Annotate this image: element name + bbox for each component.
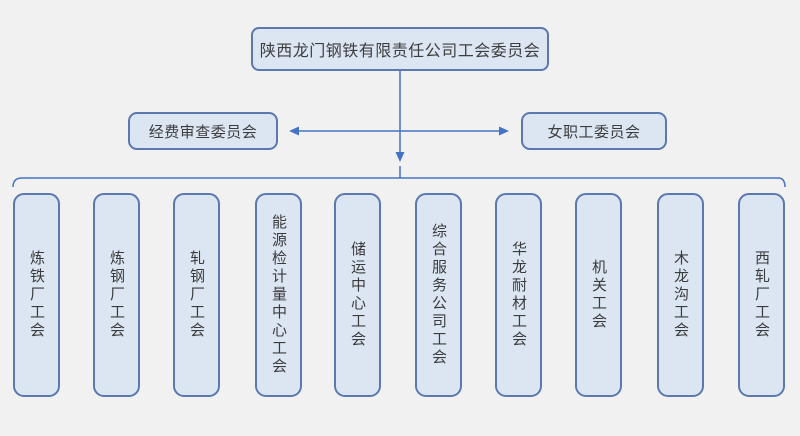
branch-label: 炼钢厂工会 bbox=[108, 250, 125, 340]
branch-node-hualong-refractory-union: 华龙耐材工会 bbox=[495, 193, 542, 397]
branch-label: 综合服务公司工会 bbox=[430, 223, 447, 367]
branch-node-mulonggou-union: 木龙沟工会 bbox=[657, 193, 704, 397]
branch-label: 能源检计量中心工会 bbox=[270, 214, 287, 376]
committee-label: 经费审查委员会 bbox=[148, 123, 258, 141]
branch-node-steel-works-union: 炼钢厂工会 bbox=[93, 193, 140, 397]
branch-node-iron-works-union: 炼铁厂工会 bbox=[13, 193, 60, 397]
root-node-label: 陕西龙门钢铁有限责任公司工会委员会 bbox=[259, 43, 541, 60]
branch-node-rolling-mill-union: 轧钢厂工会 bbox=[173, 193, 220, 397]
branch-label: 机关工会 bbox=[590, 259, 607, 331]
branch-label: 华龙耐材工会 bbox=[510, 241, 527, 349]
committee-node-funds-review: 经费审查委员会 bbox=[128, 112, 278, 150]
committee-node-women-workers: 女职工委员会 bbox=[521, 112, 667, 150]
branch-label: 储运中心工会 bbox=[349, 241, 366, 349]
branch-label: 西轧厂工会 bbox=[753, 250, 770, 340]
branch-node-general-service-company-union: 综合服务公司工会 bbox=[415, 193, 462, 397]
branch-label: 轧钢厂工会 bbox=[188, 250, 205, 340]
branch-label: 炼铁厂工会 bbox=[28, 250, 45, 340]
branch-node-energy-metering-center-union: 能源检计量中心工会 bbox=[255, 193, 302, 397]
committee-label: 女职工委员会 bbox=[547, 123, 641, 141]
branch-label: 木龙沟工会 bbox=[672, 250, 689, 340]
branch-node-west-rolling-mill-union: 西轧厂工会 bbox=[738, 193, 785, 397]
root-node-company-union-committee: 陕西龙门钢铁有限责任公司工会委员会 bbox=[251, 27, 549, 71]
branch-node-storage-transport-center-union: 储运中心工会 bbox=[334, 193, 381, 397]
branch-node-office-union: 机关工会 bbox=[575, 193, 622, 397]
